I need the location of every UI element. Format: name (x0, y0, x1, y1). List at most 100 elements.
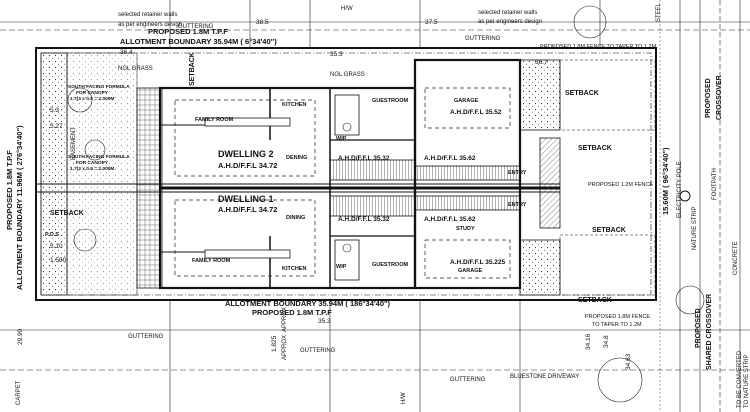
street-area (659, 0, 741, 412)
fence-note-mid-right: PROPOSED 1.2M FENCE (588, 182, 653, 188)
d2-guestroom: GUESTROOM (372, 98, 408, 104)
approx-label: APPROX (282, 307, 288, 332)
ngl-grass-label: NGL GRASS (118, 66, 153, 72)
d2-entry: ENTRY (508, 170, 527, 176)
electricity-pole-label: ELECTRICITY POLE (677, 161, 683, 218)
level-top: 37.5 (425, 19, 438, 26)
dwelling1-afl: A.H.D/F.F.L 34.72 (218, 205, 277, 214)
fence-note-bottom-right-2: TO TAPER TO 1.2M (592, 322, 642, 328)
level-left: 5.27 (50, 123, 63, 130)
level-left: 5.3 (50, 107, 59, 114)
crossover-top-2: CROSSOVER (716, 75, 723, 120)
level-top: 36.7 (535, 59, 548, 66)
setback-label: SETBACK (578, 145, 612, 152)
d1-kitchen: KITCHEN (282, 266, 306, 272)
hw-label-2: H/W (401, 392, 407, 404)
bottom-fence-label: PROPOSED 1.8M T.P.F (252, 308, 332, 317)
pos-area (66, 52, 138, 296)
d2-entry-afl: A.H.D/F.F.L 35.62 (424, 155, 476, 162)
fence-note-bottom-right-1: PROPOSED 1.8M FENCE (585, 314, 650, 320)
bottom-boundary-label: ALLOTMENT BOUNDARY 35.94M ( 186°34'40") (225, 299, 391, 308)
d1-entry-afl: A.H.D/F.F.L 35.62 (424, 216, 476, 223)
footpath-label: FOOTPATH (712, 168, 718, 200)
right-boundary-label: 15.60M ( 96°34'40") (661, 147, 670, 215)
d1-entry: ENTRY (508, 202, 527, 208)
balcony-deck (136, 87, 163, 289)
d1-hall-afl: A.H.D/F.F.L 35.32 (338, 216, 390, 223)
house-footprint (36, 58, 560, 290)
level-bottom: 34.8 (603, 335, 610, 348)
trees (67, 5, 705, 403)
level-left: 1.500 (50, 257, 67, 264)
d1-garage: GARAGE (458, 268, 482, 274)
concrete-label: CONCRETE (733, 241, 739, 275)
front-driveway-area (519, 59, 656, 296)
setback-label: SETBACK (50, 210, 84, 217)
formula-note: SOUTH FACING FORMULA (68, 154, 130, 160)
d2-garage-afl: A.H.D/F.F.L 35.52 (450, 109, 502, 116)
formula-note: 1.7(3 x 0.5 = 2.000M (70, 96, 114, 102)
fence-note-top-right: PROPOSED 1.8M FENCE TO TAPER TO 1.2M (540, 44, 657, 50)
guttering-bottom-label: GUTTERING (128, 334, 164, 340)
approx-label-2: APPROX (282, 335, 288, 360)
dwelling1-name: DWELLING 1 (218, 194, 274, 204)
left-garden-area (40, 52, 68, 296)
retainer-note-right-1: selected retainer walls (478, 10, 537, 16)
d1-pos: P.O.S (45, 232, 59, 238)
d2-kitchen: KITCHEN (282, 102, 306, 108)
level-left: 5.10 (50, 243, 63, 250)
ngl-grass-label-2: NGL GRASS (330, 72, 365, 78)
retainer-note-right-2: as per engineers design (478, 19, 542, 25)
level-bottom: 1.825 (271, 335, 278, 352)
setback-label: SETBACK (578, 297, 612, 304)
formula-note: FOR CANOPY (76, 160, 109, 166)
dwelling2-afl: A.H.D/F.F.L 34.72 (218, 161, 277, 170)
nature-strip-label: NATURE STRIP (692, 206, 698, 250)
d2-family-room: FAMILY ROOM (195, 117, 234, 123)
retainer-note-left-2: as per engineers design (118, 22, 182, 28)
d1-garage-afl: A.H.D/F.F.L 35.225 (450, 259, 506, 266)
dwelling2-name: DWELLING 2 (218, 149, 274, 159)
d1-dining: DINING (286, 215, 305, 221)
left-fence-label: PROPOSED 1.8M T.P.F (5, 150, 14, 230)
allotment-boundary (35, 47, 657, 301)
guttering-top-label-2: GUTTERING (465, 36, 501, 42)
d2-garage: GARAGE (454, 98, 478, 104)
level-top: 36.4 (120, 49, 133, 56)
top-fence-label: PROPOSED 1.8M T.P.F (148, 27, 228, 36)
d1-family-room: FAMILY ROOM (192, 258, 231, 264)
easement-label: EASEMENT (71, 127, 77, 160)
carpet-label: CARPET (16, 380, 22, 405)
top-boundary-label: ALLOTMENT BOUNDARY 35.94M ( 6°34'40") (120, 37, 277, 46)
level-bottom: 34.16 (585, 333, 592, 350)
d2-hall-afl: A.H.D/F.F.L 35.32 (338, 155, 390, 162)
to-be-converted-1: TO BE CONVERTED (737, 350, 743, 408)
setback-label: SETBACK (565, 90, 599, 97)
setback-label: SETBACK (592, 227, 626, 234)
level-top: 35.3 (330, 51, 343, 58)
steel-label: STEEL (656, 2, 662, 22)
formula-note: FOR CANOPY (76, 90, 109, 96)
crossover-bottom-1: PROPOSED (695, 308, 702, 348)
retainer-note-left-1: selected retainer walls (118, 12, 177, 18)
d1-wip: WIP (336, 264, 347, 270)
level-bottom: 34.63 (625, 353, 632, 370)
level-bottom: 35.3 (318, 318, 331, 325)
to-be-converted-2: TO NATURE STRIP (744, 355, 750, 408)
setback-label: SETBACK (189, 52, 196, 86)
crossover-bottom-2: SHARED CROSSOVER (706, 294, 713, 370)
d2-dining: DENING (286, 155, 307, 161)
level-bottom: 29.90 (17, 328, 24, 345)
crossover-top-1: PROPOSED (705, 78, 712, 118)
guttering-bottom-label-3: GUTTERING (450, 377, 486, 383)
formula-note: SOUTH FACING FORMULA (68, 84, 130, 90)
d1-study: STUDY (456, 226, 475, 232)
d1-guestroom: GUESTROOM (372, 262, 408, 268)
formula-note: 1.7(3 x 0.5 = 2.000M (70, 166, 114, 172)
guttering-bottom-label-2: GUTTERING (300, 348, 336, 354)
guttering-top-label: GUTTERING (178, 24, 214, 30)
bluestone-label: BLUESTONE DRIVEWAY (510, 374, 579, 380)
hw-label: H/W (341, 6, 353, 12)
